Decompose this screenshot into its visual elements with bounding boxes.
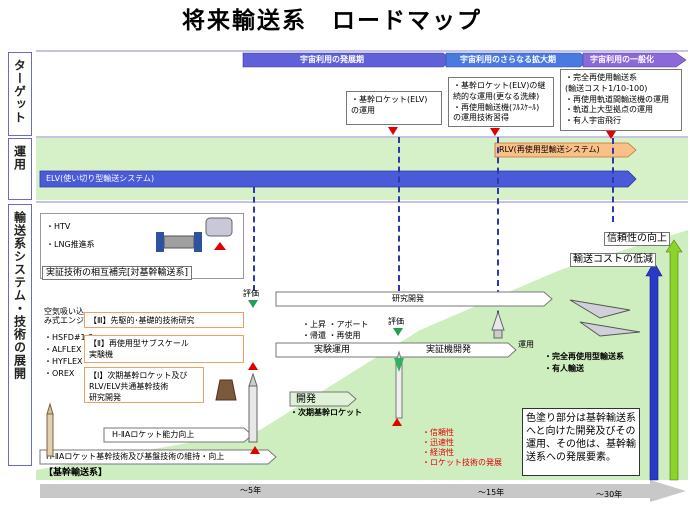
air-breathing-label: 空気吸い込 み式エンジン <box>44 307 92 326</box>
red-marker-c <box>250 446 260 454</box>
lng-label: ・LNG推進系 <box>46 240 95 249</box>
arrow-cost <box>645 261 663 481</box>
timeline-15y: ～15年 <box>478 488 505 497</box>
elv-label: ELV(使い切り型輸送システム) <box>46 174 155 183</box>
exp-operation-label: 実験運用 <box>314 345 351 355</box>
target-box-3: ・完全再使用輸送系(輸送コスト1/10-100) ・再使用軌道間輸送機の運用・軌… <box>560 69 682 131</box>
red-marker-a <box>248 362 258 370</box>
operation-bars <box>39 142 637 188</box>
subscale-vehicle <box>394 350 404 419</box>
target-marker-2 <box>490 128 500 136</box>
dash-arrow-2 <box>398 137 400 291</box>
demo-dev-label: 実証機開発 <box>426 345 472 355</box>
full-reuse-2: ・有人輸送 <box>544 364 584 373</box>
h2a-upgrade-label: H-ⅡAロケット能力向上 <box>112 430 195 439</box>
rlv-vehicle <box>491 310 505 339</box>
evaluation-2: 評価 <box>388 317 404 326</box>
phase-arrow-3 <box>582 52 687 68</box>
reliability-label: 信頼性の向上 <box>604 232 670 246</box>
item-ii: 【Ⅱ】再使用型サブスケール実験機 <box>84 335 244 363</box>
kikan-label: 【基幹輸送系】 <box>44 468 108 478</box>
phase-label-2: 宇宙利用のさらなる拡大期 <box>460 55 556 64</box>
research-dev-label: 研究開発 <box>392 294 424 303</box>
rlv-label: RLV(再使用型輸送システム) <box>499 145 600 154</box>
rocket-item-1: ・信頼性 <box>422 428 454 437</box>
page-title: 将来輸送系 ロードマップ <box>182 8 482 34</box>
rocket-next-gen <box>248 372 258 443</box>
ascent-label: ・上昇 ・アボート <box>302 320 369 329</box>
operation-label: 運用 <box>518 340 534 349</box>
mutual-complement: 実証技術の相互補完[対基幹輸送系] <box>42 266 193 281</box>
spaceplane <box>569 299 641 337</box>
target-marker-3 <box>606 131 616 139</box>
phase-label-3: 宇宙利用の一般化 <box>590 55 654 64</box>
rocket-item-4: ・ロケット技術の発展 <box>422 458 502 467</box>
h2a-maintain-label: H-ⅡAロケット基幹技術及び基盤技術の維持・向上 <box>46 452 225 461</box>
engine-4: ・OREX <box>44 369 75 378</box>
target-box-2: ・基幹ロケット(ELV)の継続的な運用(更なる洗練) ・再使用輸送機(ﾌﾙｽｹｰ… <box>448 77 554 127</box>
arrow-reliability <box>665 239 683 481</box>
htv-label: ・HTV <box>46 222 71 231</box>
engine-2: ・ALFLEX <box>44 345 82 354</box>
red-marker-b <box>392 418 402 426</box>
dash-arrow-1 <box>253 187 255 291</box>
full-reuse-1: ・完全再使用型輸送系 <box>544 352 624 361</box>
engine-1: ・HSFD#1,2 <box>44 333 94 342</box>
note-text: 色塗り部分は基幹輸送系へと向けた開発及びその運用、その他は、基幹輸送系への発展要… <box>526 413 636 463</box>
next-rocket-label: ・次期基幹ロケット <box>290 408 362 417</box>
section-target-label: ターゲット <box>8 52 32 136</box>
small-rocket-left <box>46 402 54 457</box>
development-label: 開発 <box>296 394 316 405</box>
section-operation-label: 運用 <box>8 138 32 200</box>
evaluation-1: 評価 <box>243 289 259 298</box>
phase-arrows <box>242 52 687 68</box>
timeline-30y: ～30年 <box>596 490 623 499</box>
cost-label: 輸送コストの低減 <box>570 253 656 267</box>
target-box-1: ・基幹ロケット(ELV)の運用 <box>346 91 442 125</box>
capsule-illustration <box>215 379 237 401</box>
dash-arrow-3 <box>497 137 499 337</box>
rocket-item-2: ・迅速性 <box>422 438 454 447</box>
section-transport-label: 輸送系システム・技術の展開 <box>8 204 32 466</box>
eval-marker-2 <box>393 328 403 336</box>
engine-3: ・HYFLEX <box>44 357 83 366</box>
elv-bar <box>39 170 637 188</box>
dash-arrow-4 <box>612 138 614 222</box>
htv-illustration <box>156 217 233 252</box>
rocket-item-3: ・経済性 <box>422 448 454 457</box>
eval-marker-1 <box>248 300 258 308</box>
return-label: ・帰還 ・再使用 <box>302 331 361 340</box>
rlv-bar <box>494 142 637 158</box>
target-marker-1 <box>388 127 398 135</box>
timeline-5y: ～5年 <box>240 486 262 495</box>
phase-label-1: 宇宙利用の発展期 <box>300 55 364 64</box>
item-iii: 【Ⅲ】先駆的･基礎的技術研究 <box>84 312 244 328</box>
note-box: 色塗り部分は基幹輸送系へと向けた開発及びその運用、その他は、基幹輸送系への発展要… <box>522 408 640 476</box>
